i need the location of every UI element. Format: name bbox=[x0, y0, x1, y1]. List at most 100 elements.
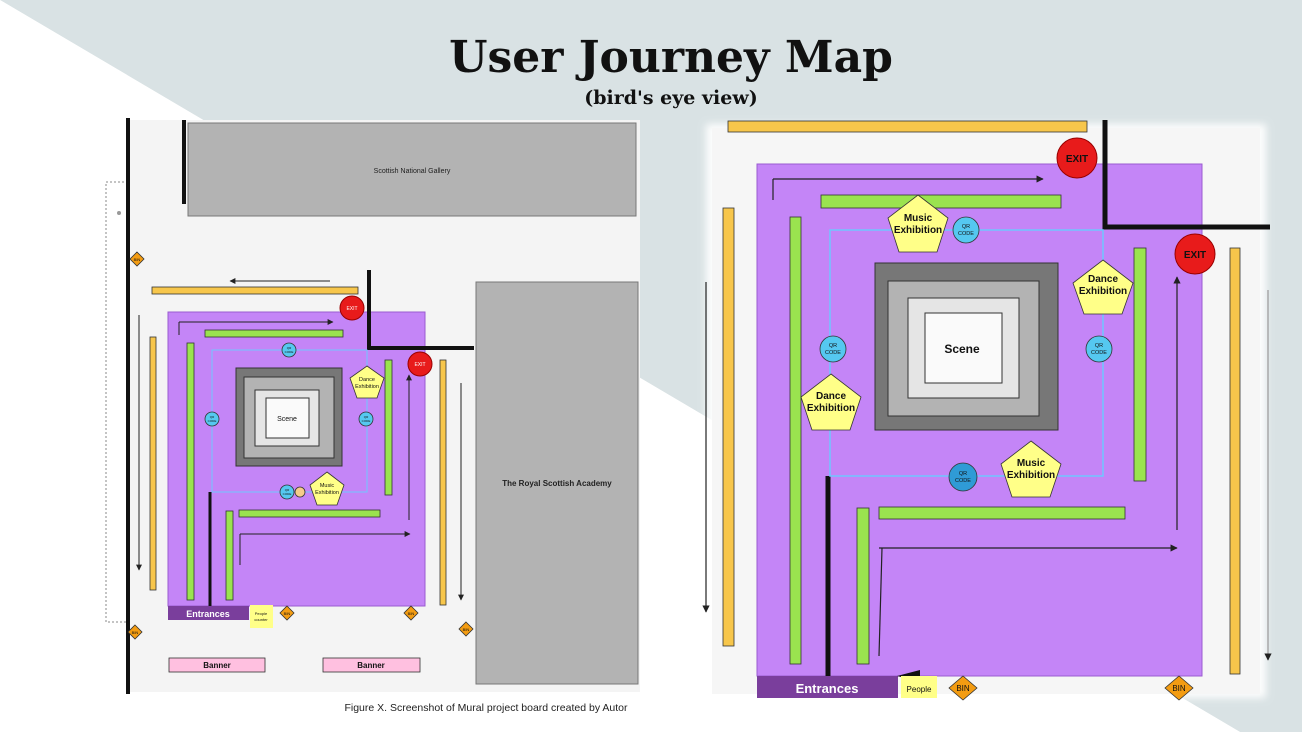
bin-marker: BIN bbox=[129, 251, 145, 267]
scene-label: Scene bbox=[277, 416, 297, 423]
svg-text:BIN: BIN bbox=[1172, 684, 1186, 693]
green-rail bbox=[204, 329, 344, 338]
svg-text:CODE: CODE bbox=[825, 350, 841, 356]
exit-marker bbox=[1056, 137, 1098, 179]
svg-text:CODE: CODE bbox=[1091, 350, 1107, 356]
exit-label: EXIT bbox=[414, 362, 425, 368]
svg-text:Dance: Dance bbox=[1088, 274, 1118, 285]
qr-code-marker: QR CODE bbox=[281, 342, 297, 358]
svg-text:BIN: BIN bbox=[284, 611, 291, 616]
svg-text:BIN: BIN bbox=[132, 630, 139, 635]
bench bbox=[149, 336, 157, 591]
svg-text:QR: QR bbox=[285, 488, 290, 492]
qr-code-marker: QR CODE bbox=[204, 411, 220, 427]
exit-label: EXIT bbox=[1184, 250, 1206, 261]
bench bbox=[727, 120, 1088, 133]
banner bbox=[168, 657, 266, 673]
bench bbox=[439, 359, 447, 606]
exit-label: EXIT bbox=[346, 306, 357, 312]
bin-marker: BIN bbox=[458, 621, 474, 637]
svg-text:Dance: Dance bbox=[816, 391, 846, 402]
page-subtitle: (bird's eye view) bbox=[584, 87, 757, 109]
marker-dot bbox=[294, 486, 306, 498]
bin-marker: BIN bbox=[403, 605, 419, 621]
people-counter bbox=[250, 605, 273, 628]
qr-code-marker: QR CODE bbox=[1085, 335, 1113, 363]
banner-label: Banner bbox=[203, 661, 231, 670]
bench bbox=[1229, 247, 1241, 675]
right-map: Scene EXIT EXIT QR CODE QR CODE QR CODE … bbox=[702, 120, 1272, 701]
svg-text:Exhibition: Exhibition bbox=[1007, 470, 1055, 481]
banner-label: Banner bbox=[357, 661, 385, 670]
gallery-building bbox=[187, 122, 637, 217]
people-counter-label: People bbox=[255, 611, 268, 616]
exit-label: EXIT bbox=[1066, 154, 1088, 165]
svg-text:BIN: BIN bbox=[134, 257, 141, 262]
svg-text:BIN: BIN bbox=[463, 627, 470, 632]
entrances-label: Entrances bbox=[796, 681, 859, 696]
green-rail bbox=[186, 342, 195, 601]
svg-text:Exhibition: Exhibition bbox=[807, 403, 855, 414]
music-exhibition-marker: Music Exhibition bbox=[1000, 440, 1062, 498]
page-title: User Journey Map bbox=[449, 32, 893, 83]
green-rail bbox=[856, 507, 870, 665]
green-rail bbox=[820, 194, 1062, 209]
qr-code-marker: QR CODE bbox=[358, 411, 374, 427]
qr-code-marker: QR CODE bbox=[948, 462, 978, 492]
people-counter-label: People bbox=[907, 685, 932, 694]
svg-text:QR: QR bbox=[287, 346, 292, 350]
entrances-label: Entrances bbox=[186, 609, 230, 619]
academy-label: The Royal Scottish Academy bbox=[502, 479, 612, 488]
qr-code-marker: QR CODE bbox=[952, 216, 980, 244]
figure-caption: Figure X. Screenshot of Mural project bo… bbox=[344, 702, 628, 714]
academy-building bbox=[475, 281, 639, 685]
banner bbox=[322, 657, 421, 673]
bin-marker: BIN bbox=[948, 675, 978, 701]
exit-wall bbox=[1102, 120, 1270, 230]
svg-text:Music: Music bbox=[320, 483, 335, 489]
svg-text:QR: QR bbox=[829, 343, 837, 349]
svg-text:Music: Music bbox=[904, 213, 933, 224]
green-rail bbox=[1133, 247, 1147, 482]
dance-exhibition-marker: Dance Exhibition bbox=[800, 373, 862, 431]
green-rail bbox=[878, 506, 1126, 520]
music-exhibition-marker: Music Exhibition bbox=[887, 194, 949, 253]
svg-text:Exhibition: Exhibition bbox=[355, 384, 379, 390]
svg-text:BIN: BIN bbox=[408, 611, 415, 616]
bin-marker: BIN bbox=[127, 624, 143, 640]
svg-text:Exhibition: Exhibition bbox=[315, 490, 339, 496]
bench bbox=[722, 207, 735, 647]
svg-text:CODE: CODE bbox=[285, 350, 294, 354]
bench bbox=[151, 286, 359, 295]
exit-marker bbox=[1174, 233, 1216, 275]
scene-label: Scene bbox=[944, 342, 980, 356]
svg-text:QR: QR bbox=[210, 415, 215, 419]
gallery-label: Scottish National Gallery bbox=[374, 168, 451, 175]
svg-text:Music: Music bbox=[1017, 458, 1046, 469]
svg-text:CODE: CODE bbox=[362, 419, 371, 423]
left-map: Scottish National Gallery The Royal Scot… bbox=[105, 118, 640, 694]
frame-dot bbox=[117, 211, 121, 215]
entrances-bar bbox=[168, 606, 249, 620]
green-rail bbox=[384, 359, 393, 496]
svg-text:QR: QR bbox=[364, 415, 369, 419]
people-counter-label: counter bbox=[254, 617, 268, 622]
svg-text:QR: QR bbox=[959, 471, 967, 477]
scene-core bbox=[265, 397, 310, 439]
svg-text:QR: QR bbox=[962, 224, 970, 230]
exit-wall bbox=[367, 270, 474, 350]
green-rail bbox=[238, 509, 381, 518]
dance-exhibition-marker: Dance Exhibition bbox=[1072, 259, 1134, 315]
svg-text:CODE: CODE bbox=[283, 492, 292, 496]
svg-text:QR: QR bbox=[1095, 343, 1103, 349]
svg-text:CODE: CODE bbox=[208, 419, 217, 423]
green-rail bbox=[225, 510, 234, 601]
green-rail bbox=[789, 216, 802, 665]
svg-text:CODE: CODE bbox=[958, 231, 974, 237]
entrances-bar bbox=[757, 676, 898, 698]
svg-text:CODE: CODE bbox=[955, 478, 971, 484]
bin-marker: BIN bbox=[1164, 675, 1194, 701]
exit-marker bbox=[407, 351, 433, 377]
svg-text:Exhibition: Exhibition bbox=[894, 225, 942, 236]
